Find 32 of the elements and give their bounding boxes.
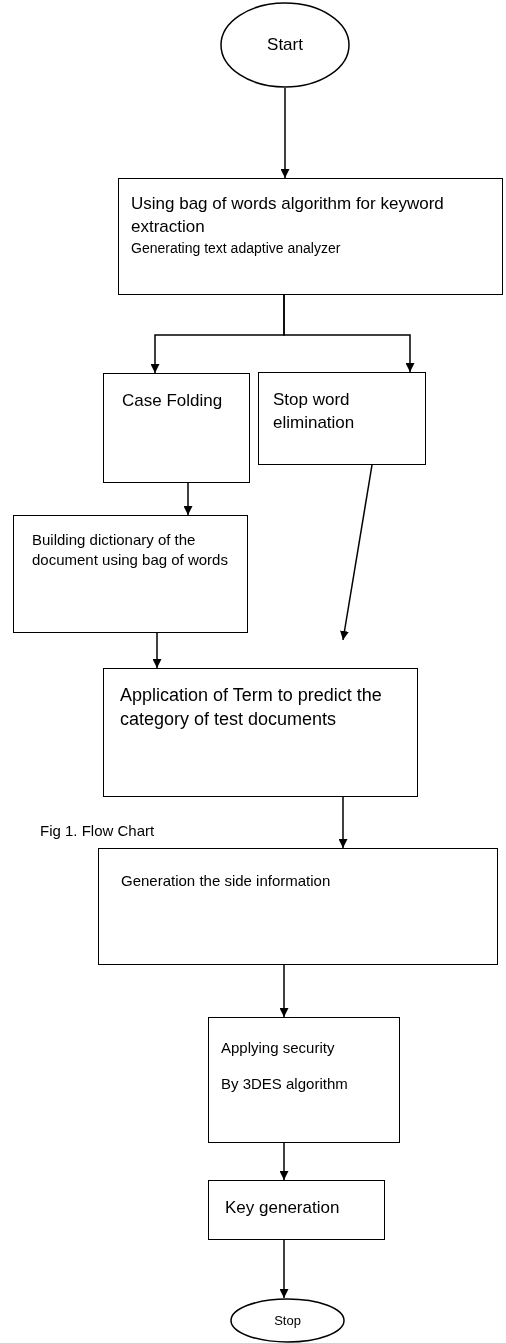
process-box — [103, 373, 250, 483]
node-text: Stop — [274, 1311, 301, 1330]
arrow — [280, 87, 290, 179]
arrow — [183, 482, 193, 516]
process-box — [13, 515, 248, 633]
process-box — [103, 668, 418, 797]
node-text: Building dictionary of the document using bag of words — [32, 530, 229, 571]
node-text: Generation the side information — [121, 871, 332, 891]
node-text: Applying security — [221, 1038, 336, 1058]
process-box — [208, 1180, 385, 1240]
process-box — [208, 1017, 400, 1143]
node-text: Start — [267, 33, 303, 56]
arrow — [283, 294, 415, 373]
node-text: Application of Term to predict the category of test documents — [120, 684, 383, 732]
arrow — [340, 464, 373, 641]
node-text: Using bag of words algorithm for keyword extraction — [131, 193, 445, 238]
figure-caption: Fig 1. Flow Chart — [40, 822, 155, 839]
node-text: Generating text adaptive analyzer — [131, 238, 342, 258]
node-text: Case Folding — [122, 390, 224, 412]
arrow — [338, 796, 348, 849]
terminal-ellipse — [230, 1298, 345, 1343]
terminal-ellipse — [220, 2, 350, 88]
arrow — [279, 1142, 289, 1181]
arrow — [279, 964, 289, 1018]
process-box — [258, 372, 426, 465]
arrow — [279, 1239, 289, 1299]
node-text: Key generation — [225, 1197, 341, 1219]
node-text: By 3DES algorithm — [221, 1074, 349, 1095]
process-box — [98, 848, 498, 965]
node-text: Stop word elimination — [273, 389, 356, 434]
process-box — [118, 178, 503, 295]
arrow — [152, 632, 162, 669]
